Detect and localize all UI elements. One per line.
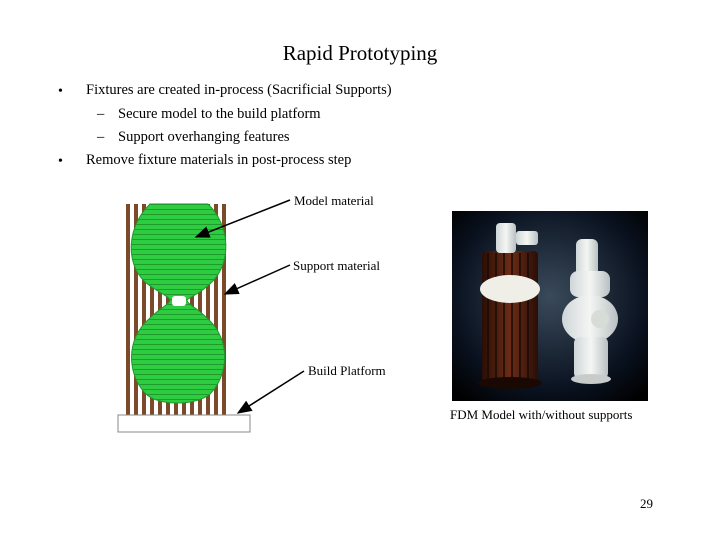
- slide-title: Rapid Prototyping: [282, 41, 438, 65]
- support-column: [150, 204, 154, 415]
- photo-caption: FDM Model with/without supports: [450, 407, 633, 422]
- page-number: 29: [640, 496, 653, 511]
- sub-mark-2: –: [97, 129, 105, 145]
- arrow-platform: [236, 370, 305, 414]
- bullet-2: Remove fixture materials in post-process…: [86, 152, 352, 168]
- support-column: [206, 204, 210, 415]
- label-support-material: Support material: [293, 258, 381, 273]
- support-column: [198, 204, 202, 415]
- bullet-mark-1: •: [58, 84, 63, 99]
- bullet-mark-2: •: [58, 154, 63, 169]
- sub-mark-1: –: [97, 106, 105, 122]
- support-column: [222, 204, 226, 415]
- label-model-material: Model material: [294, 193, 374, 208]
- fdm-model-photo: [452, 211, 648, 401]
- label-build-platform: Build Platform: [308, 363, 386, 378]
- bullet-1: Fixtures are created in-process (Sacrifi…: [86, 82, 392, 98]
- subbullet-1: Secure model to the build platform: [118, 106, 321, 122]
- arrow-model: [194, 199, 291, 238]
- build-platform: [117, 414, 251, 433]
- support-column: [142, 204, 146, 415]
- arrow-support: [223, 264, 291, 295]
- subbullet-2: Support overhanging features: [118, 129, 290, 145]
- support-column: [134, 204, 138, 415]
- support-column: [214, 204, 218, 415]
- support-column: [126, 204, 130, 415]
- waist-gap: [172, 296, 186, 306]
